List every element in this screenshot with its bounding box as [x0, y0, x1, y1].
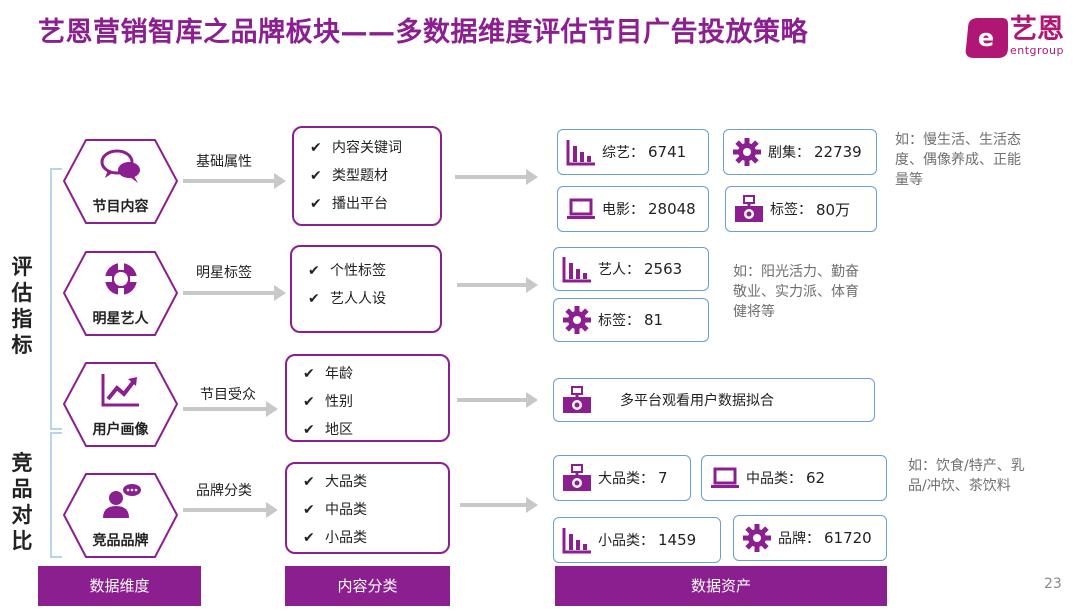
dimension-star-artist: 明星艺人 [62, 250, 179, 337]
side-label-compete: 竞品对比 [11, 451, 33, 553]
check-icon: ✔ [303, 502, 315, 518]
svg-text:e: e [978, 24, 994, 52]
check-icon: ✔ [308, 291, 320, 307]
footer-tab-category: 内容分类 [285, 566, 450, 606]
category-item: ✔播出平台 [310, 190, 440, 218]
check-icon: ✔ [303, 530, 315, 546]
page-number: 23 [1044, 576, 1062, 592]
arrow-head [526, 277, 538, 293]
category-box-audience: ✔年龄 ✔性别 ✔地区 [285, 354, 450, 442]
trend-chart-icon [101, 374, 139, 407]
camera-icon [563, 464, 591, 491]
edge-label-basic: 基础属性 [196, 154, 252, 170]
side-label-evaluate: 评估指标 [11, 255, 33, 357]
check-icon: ✔ [310, 196, 322, 212]
asset-small-category: 小品类：1459 [553, 517, 721, 563]
asset-artist: 艺人：2563 [553, 247, 709, 291]
note-content: 如：慢生活、生活态度、偶像养成、正能量等 [895, 132, 1021, 188]
arrow [183, 508, 267, 512]
dimension-label: 竞品品牌 [92, 533, 149, 549]
dimension-competitor-brand: 竞品品牌 [62, 472, 179, 559]
category-item: ✔艺人人设 [308, 285, 440, 313]
camera-icon [735, 195, 763, 222]
check-icon: ✔ [308, 263, 320, 279]
category-item: ✔性别 [303, 388, 448, 416]
evaluate-bracket [50, 168, 62, 430]
arrow [183, 179, 275, 183]
bar-chart-icon [562, 528, 591, 554]
arrow [455, 175, 527, 179]
bar-chart-icon [566, 140, 595, 166]
arrow [183, 407, 267, 411]
footer-tab-assets: 数据资产 [555, 566, 887, 606]
lifebuoy-icon [104, 262, 138, 296]
arrow-head [266, 401, 278, 417]
check-icon: ✔ [310, 168, 322, 184]
asset-mid-category: 中品类：62 [701, 455, 887, 501]
arrow-head [274, 173, 286, 189]
compete-bracket [50, 432, 62, 558]
category-item: ✔地区 [303, 416, 448, 444]
entgroup-logo-icon: e [965, 18, 1008, 58]
category-box-star: ✔个性标签 ✔艺人人设 [290, 245, 442, 333]
check-icon: ✔ [303, 366, 315, 382]
dimension-user-portrait: 用户画像 [62, 361, 179, 448]
category-item: ✔年龄 [303, 360, 448, 388]
logo-text: 艺恩 [1010, 14, 1064, 45]
arrow [183, 291, 275, 295]
category-item: ✔类型题材 [310, 162, 440, 190]
page-title: 艺恩营销智库之品牌板块——多数据维度评估节目广告投放策略 [38, 17, 808, 48]
dimension-label: 节目内容 [92, 199, 149, 215]
dimension-label: 用户画像 [92, 422, 149, 438]
footer-tab-dimension: 数据维度 [38, 566, 201, 606]
category-item: ✔内容关键词 [310, 134, 440, 162]
category-box-brand: ✔大品类 ✔中品类 ✔小品类 [285, 462, 450, 554]
gear-icon [733, 138, 761, 166]
gear-icon [563, 306, 591, 334]
check-icon: ✔ [303, 422, 315, 438]
arrow-head [526, 392, 538, 408]
check-icon: ✔ [310, 140, 322, 156]
category-item: ✔小品类 [303, 524, 448, 552]
asset-movie: 电影：28048 [557, 186, 709, 232]
arrow-head [266, 502, 278, 518]
asset-big-category: 大品类：7 [553, 455, 691, 501]
dimension-program-content: 节目内容 [62, 138, 179, 225]
category-box-content: ✔内容关键词 ✔类型题材 ✔播出平台 [292, 126, 442, 226]
chat-bubbles-icon [100, 149, 140, 183]
person-chat-icon [103, 484, 141, 518]
logo-subtext: entgroup [1010, 44, 1064, 57]
note-brand: 如：饮食/特产、乳品/冲饮、茶饮料 [908, 458, 1025, 494]
arrow-head [526, 497, 538, 513]
laptop-icon [711, 467, 739, 488]
asset-audience: 多平台观看用户数据拟合 [553, 378, 875, 422]
dimension-label: 明星艺人 [92, 311, 149, 327]
bar-chart-icon [562, 257, 591, 283]
edge-label-star: 明星标签 [196, 265, 252, 281]
asset-tag-content: 标签：80万 [725, 186, 877, 232]
asset-variety: 综艺：6741 [557, 129, 709, 175]
arrow [460, 503, 527, 507]
check-icon: ✔ [303, 474, 315, 490]
category-item: ✔个性标签 [308, 257, 440, 285]
arrow [457, 283, 527, 287]
arrow-head [274, 285, 286, 301]
arrow-head [526, 169, 538, 185]
gear-icon [743, 524, 771, 552]
category-item: ✔中品类 [303, 496, 448, 524]
asset-drama: 剧集：22739 [723, 129, 877, 175]
camera-icon [563, 386, 591, 413]
arrow [457, 398, 527, 402]
laptop-icon [567, 198, 595, 219]
category-item: ✔大品类 [303, 468, 448, 496]
edge-label-brand: 品牌分类 [196, 483, 252, 499]
note-star: 如：阳光活力、勤奋敬业、实力派、体育健将等 [733, 264, 859, 320]
check-icon: ✔ [303, 394, 315, 410]
asset-tag-star: 标签：81 [553, 298, 709, 342]
asset-brand: 品牌：61720 [733, 515, 887, 561]
edge-label-audience: 节目受众 [200, 387, 256, 403]
